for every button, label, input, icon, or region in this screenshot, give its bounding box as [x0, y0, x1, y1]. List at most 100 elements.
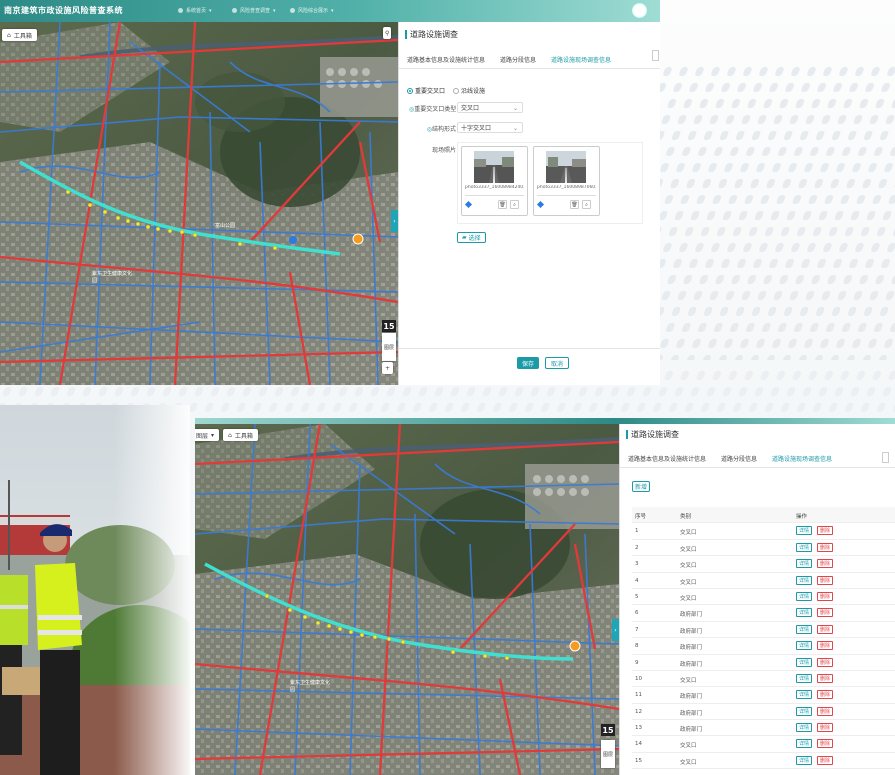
detail-button[interactable]: 详情 [796, 542, 813, 552]
delete-button[interactable]: 删除 [817, 591, 834, 601]
layer-button[interactable]: 图层 [601, 740, 615, 768]
intersection-type-select[interactable]: 交叉口⌄ [457, 102, 523, 113]
photos-label: 现场照片 [431, 147, 456, 154]
tab-field-survey[interactable]: 道路设施现场调查信息 [772, 454, 833, 468]
tab-basic-info[interactable]: 道路基本信息及设施统计信息 [628, 456, 707, 463]
tab-bar: 道路基本信息及设施统计信息 道路分段信息 道路设施现场调查信息 [407, 55, 612, 69]
zoom-level: 15 [601, 724, 615, 736]
delete-photo-button[interactable]: 🗑 [498, 200, 507, 209]
tab-segment-info[interactable]: 道路分段信息 [721, 456, 758, 463]
satellite-map [0, 22, 398, 385]
form-screenshot: 南京建筑市政设施风险普查系统 系统首页▾ 风险普查调查▾ 风险综合展示▾ [0, 0, 660, 385]
row-category: 交叉口 [680, 759, 697, 766]
detail-button[interactable]: 详情 [796, 641, 813, 651]
delete-button[interactable]: 删除 [817, 706, 834, 716]
layer-button[interactable]: 图层 [382, 333, 396, 361]
delete-button[interactable]: 删除 [817, 673, 834, 683]
nav-item-home[interactable]: 系统首页▾ [178, 7, 212, 14]
delete-button[interactable]: 删除 [817, 739, 834, 749]
select-photo-button[interactable]: ▰选择 [457, 232, 486, 243]
place-label: 富山公园 [215, 223, 236, 229]
detail-button[interactable]: 详情 [796, 755, 813, 765]
grid-icon [232, 8, 237, 13]
street-photo-thumbnail [474, 151, 514, 183]
delete-button[interactable]: 删除 [817, 690, 834, 700]
delete-button[interactable]: 删除 [817, 575, 834, 585]
nav-item-display[interactable]: 风险综合展示▾ [290, 7, 334, 14]
detail-button[interactable]: 详情 [796, 657, 813, 667]
tab-basic-info[interactable]: 道路基本信息及设施统计信息 [407, 57, 486, 64]
radio-roadside[interactable]: 沿线设施 [453, 86, 485, 95]
photo-card[interactable]: photo3337_16008984240... 🗑 ⌕ [461, 146, 528, 216]
delete-button[interactable]: 删除 [817, 542, 834, 552]
chevron-down-icon: ⌄ [512, 105, 518, 112]
zoom-level: 15 [382, 320, 396, 332]
row-number: 15 [635, 757, 642, 764]
structure-form-select[interactable]: 十字交叉口⌄ [457, 122, 523, 133]
detail-button[interactable]: 详情 [796, 723, 813, 733]
delete-button[interactable]: 删除 [817, 657, 834, 667]
photo-card[interactable]: photo3337_16008987060... 🗑 ⌕ [533, 146, 600, 216]
delete-button[interactable]: 删除 [817, 723, 834, 733]
tab-field-survey[interactable]: 道路设施现场调查信息 [551, 55, 612, 69]
save-button[interactable]: 保存 [517, 357, 539, 369]
detail-button[interactable]: 详情 [796, 673, 813, 683]
user-icon[interactable] [632, 3, 647, 18]
detail-button[interactable]: 详情 [796, 690, 813, 700]
collapse-panel-button[interactable] [882, 452, 889, 463]
toolbox-icon: ⌂ [228, 431, 232, 439]
delete-button[interactable]: 删除 [817, 755, 834, 765]
row-number: 9 [635, 659, 639, 666]
photo-filename: photo3337_16008987060... [537, 185, 597, 190]
delete-photo-button[interactable]: 🗑 [570, 200, 579, 209]
map-view[interactable]: 富山公园 紫东卫生健康文化园 ⌂工具箱 ⚲ 15 图层 + › [0, 22, 398, 385]
pin-button[interactable]: ⚲ [383, 27, 392, 39]
add-record-button[interactable]: 新增 [632, 481, 650, 492]
photo-upload-area [457, 142, 643, 224]
detail-button[interactable]: 详情 [796, 575, 813, 585]
detail-button[interactable]: 详情 [796, 559, 813, 569]
tab-segment-info[interactable]: 道路分段信息 [500, 57, 537, 64]
toolbox-button[interactable]: ⌂工具箱 [223, 429, 258, 441]
detail-button[interactable]: 详情 [796, 591, 813, 601]
row-category: 交叉口 [680, 546, 697, 553]
detail-button[interactable]: 详情 [796, 526, 813, 536]
delete-button[interactable]: 删除 [817, 641, 834, 651]
zoom-in-button[interactable]: + [382, 362, 394, 374]
preview-photo-button[interactable]: ⌕ [510, 200, 519, 209]
survey-list-panel: 道路设施调查 道路基本信息及设施统计信息 道路分段信息 道路设施现场调查信息 新… [619, 424, 895, 775]
row-number: 10 [635, 675, 642, 682]
row-number: 5 [635, 593, 639, 600]
detail-button[interactable]: 详情 [796, 608, 813, 618]
delete-button[interactable]: 删除 [817, 559, 834, 569]
photo-filename: photo3337_16008984240... [465, 185, 525, 190]
detail-button[interactable]: 详情 [796, 739, 813, 749]
place-label: 紫东卫生健康文化园 [92, 271, 133, 284]
home-icon [178, 8, 183, 13]
table-header: 序号 类别 操作 [632, 507, 895, 524]
cancel-button[interactable]: 取消 [545, 357, 569, 369]
delete-button[interactable]: 删除 [817, 624, 834, 634]
panel-toggle-tab[interactable]: › [612, 619, 619, 641]
row-number: 2 [635, 544, 639, 551]
toolbox-button[interactable]: ⌂工具箱 [2, 29, 37, 41]
street-photo-thumbnail [546, 151, 586, 183]
delete-button[interactable]: 删除 [817, 526, 834, 536]
collapse-panel-button[interactable] [652, 50, 659, 61]
detail-button[interactable]: 详情 [796, 706, 813, 716]
layer-switch-button[interactable]: 图层▾ [195, 429, 220, 441]
preview-photo-button[interactable]: ⌕ [582, 200, 591, 209]
delete-button[interactable]: 删除 [817, 608, 834, 618]
nav-item-survey[interactable]: 风险普查调查▾ [232, 7, 276, 14]
radio-intersection[interactable]: 重要交叉口 [407, 86, 445, 95]
detail-button[interactable]: 详情 [796, 624, 813, 634]
chevron-down-icon: ▾ [211, 431, 215, 439]
panel-toggle-tab[interactable]: › [391, 210, 398, 232]
map-view[interactable]: 紫东卫生健康文化园 图层▾ ⌂工具箱 15 图层 › [195, 424, 619, 775]
